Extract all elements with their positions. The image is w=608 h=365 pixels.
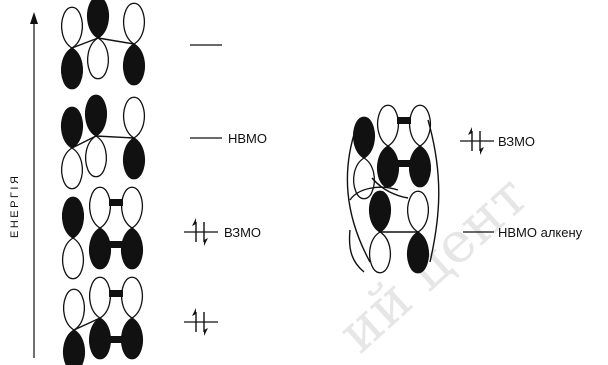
electron-pair-icon: [192, 308, 208, 336]
complex-homo-label: ВЗМО: [498, 134, 535, 149]
complex-lumo-label: НВМО алкену: [498, 225, 583, 240]
complex-homo-level: ВЗМО: [460, 127, 535, 155]
level-3-label: ВЗМО: [224, 225, 261, 240]
level-4: [184, 308, 218, 336]
orbital-set-3: [61, 186, 144, 280]
level-3: ВЗМО: [184, 218, 261, 246]
electron-pair-icon: [192, 218, 208, 246]
level-2: НВМО: [190, 131, 267, 146]
orbital-complex: [346, 104, 440, 274]
energy-axis-label: ЕНЕРГІЯ: [9, 174, 21, 238]
orbital-set-1: [60, 0, 146, 90]
axis-arrow-icon: [30, 12, 38, 24]
orbital-set-4: [62, 276, 144, 365]
orbital-set-2: [60, 94, 146, 190]
energy-axis: ЕНЕРГІЯ: [9, 12, 38, 358]
electron-pair-icon: [468, 127, 484, 155]
level-2-label: НВМО: [228, 131, 267, 146]
complex-lumo-level: НВМО алкену: [463, 225, 583, 240]
